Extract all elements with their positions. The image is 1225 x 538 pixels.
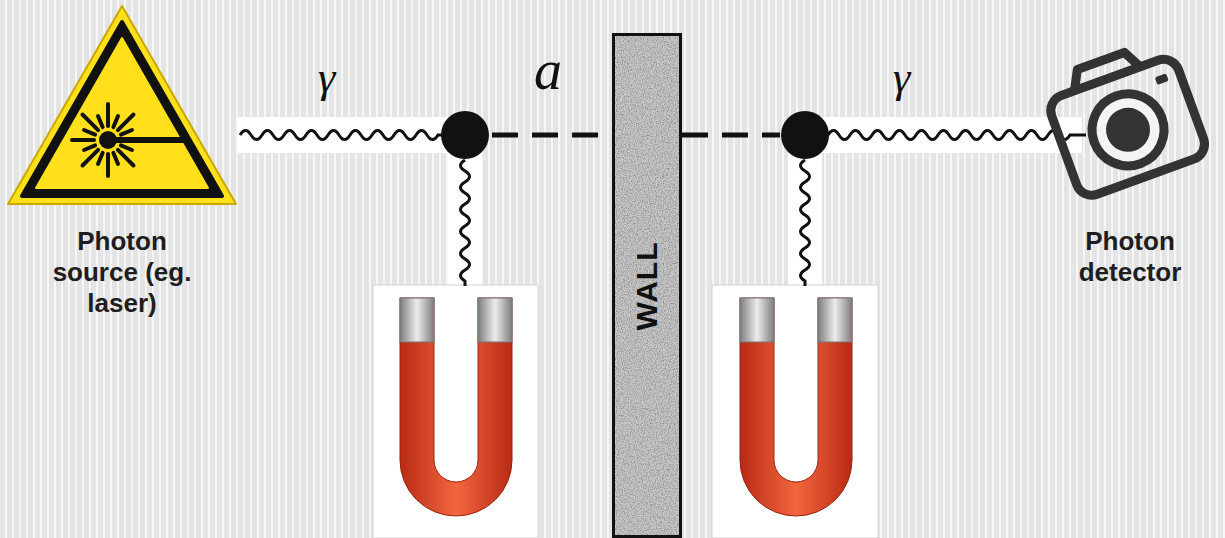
magnet-pole xyxy=(818,298,852,342)
photon-wave xyxy=(240,131,442,140)
detector-label: Photon detector xyxy=(1045,222,1215,292)
photon-strip xyxy=(788,150,822,286)
axion-line xyxy=(682,133,780,138)
photon-strip xyxy=(237,117,459,153)
camera-icon xyxy=(1040,37,1209,200)
drawing-part xyxy=(113,116,118,127)
source-label: Photon source (eg. laser) xyxy=(32,222,212,323)
drawing-part xyxy=(84,130,95,135)
wall-fill xyxy=(612,33,682,538)
drawing-part xyxy=(83,115,99,131)
sign-field xyxy=(36,38,208,188)
magnet-body xyxy=(740,298,852,516)
drawing-part xyxy=(98,153,103,164)
vertex-dot xyxy=(781,111,829,159)
magnet-pole xyxy=(400,298,434,342)
magnet-pole xyxy=(478,298,512,342)
drawing-part xyxy=(106,104,110,126)
drawing-part xyxy=(83,150,99,166)
device-label: Photon source (eg. laser) xyxy=(32,226,212,319)
sign-rim xyxy=(8,6,236,204)
drawing-part xyxy=(121,145,132,150)
vertex-dot xyxy=(441,111,489,159)
magnet xyxy=(400,298,512,516)
photon-wave xyxy=(828,131,1086,140)
device-label: Photon detector xyxy=(1045,226,1215,288)
magnet-panel xyxy=(712,285,878,538)
magnet-body xyxy=(400,298,512,516)
camera-flash xyxy=(1155,73,1169,85)
wall-texture xyxy=(612,33,682,538)
magnet-pole xyxy=(740,298,774,342)
magnet xyxy=(740,298,852,516)
photon-strip xyxy=(448,150,482,286)
photon-wave xyxy=(801,160,810,286)
drawing-part xyxy=(98,116,103,127)
sign-band xyxy=(22,22,222,196)
drawing-part xyxy=(113,153,118,164)
axion-symbol: a xyxy=(534,38,562,102)
wall-block: WALL xyxy=(612,33,682,538)
photon-symbol: γ xyxy=(318,52,335,103)
camera-lens-core xyxy=(1100,102,1156,158)
laser-sign xyxy=(8,6,236,204)
wall-label: WALL xyxy=(630,241,664,330)
drawing-part xyxy=(72,138,94,142)
photon-wave xyxy=(461,160,470,286)
axion-line xyxy=(492,133,612,138)
drawing-part xyxy=(118,150,134,166)
drawing-part xyxy=(121,130,132,135)
laser-beam xyxy=(116,137,186,143)
camera-body xyxy=(1046,55,1209,200)
drawing-part xyxy=(106,154,110,176)
photon-symbol: γ xyxy=(893,52,910,103)
drawing-part xyxy=(118,115,134,131)
magnet-panel xyxy=(373,285,538,538)
camera-lens xyxy=(1082,84,1174,176)
drawing-part xyxy=(84,145,95,150)
